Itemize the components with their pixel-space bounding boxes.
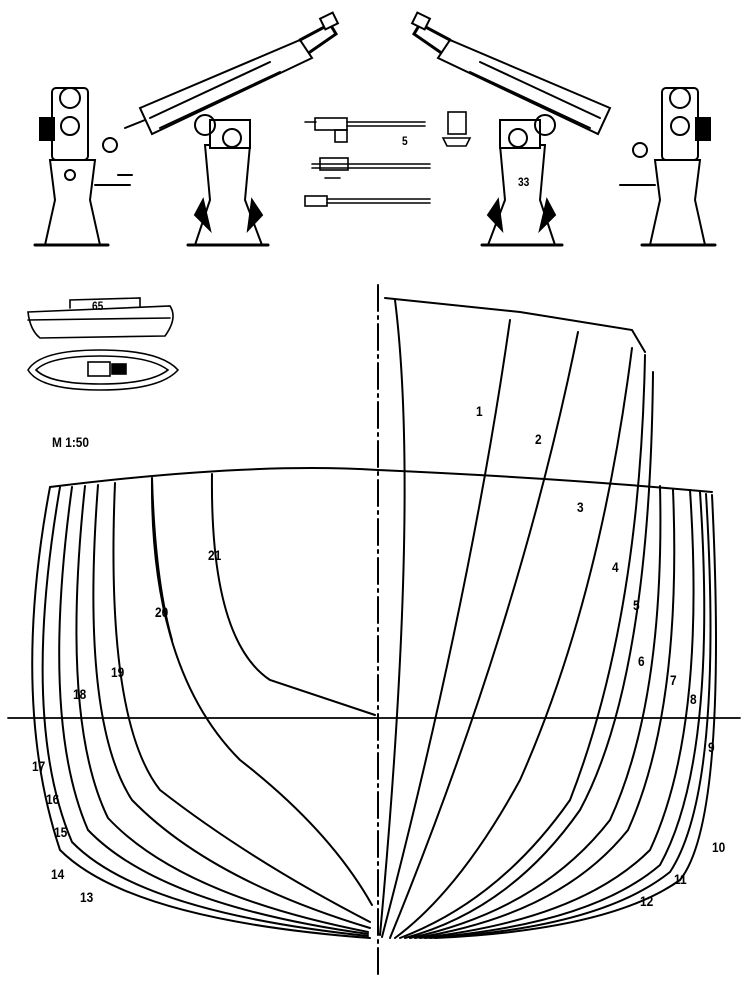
boat-number: 65	[92, 299, 104, 313]
station-label-15: 15	[54, 824, 68, 840]
station-label-12: 12	[640, 893, 654, 909]
hull-body-plan	[7, 284, 741, 976]
station-label-20: 20	[155, 604, 169, 620]
station-label-2: 2	[535, 431, 542, 447]
station-label-7: 7	[670, 672, 677, 688]
station-label-19: 19	[111, 664, 125, 680]
boat-drawing	[27, 297, 180, 391]
station-label-3: 3	[577, 499, 584, 515]
station-label-17: 17	[32, 758, 46, 774]
scale-label: M 1:50	[52, 434, 90, 450]
station-label-4: 4	[612, 559, 619, 575]
station-label-21: 21	[208, 547, 222, 563]
station-label-14: 14	[51, 866, 65, 882]
station-label-10: 10	[712, 839, 726, 855]
station-label-11: 11	[674, 871, 687, 887]
station-label-16: 16	[46, 791, 60, 807]
station-label-13: 13	[80, 889, 94, 905]
station-label-9: 9	[708, 739, 715, 755]
small-gun-views	[304, 111, 472, 207]
right-gun-drawing	[410, 11, 717, 247]
station-label-6: 6	[638, 653, 645, 669]
left-gun-drawing	[33, 11, 340, 247]
station-label-18: 18	[73, 686, 87, 702]
large-gun-number: 33	[518, 175, 530, 189]
station-label-8: 8	[690, 691, 697, 707]
station-label-5: 5	[633, 597, 640, 613]
station-label-1: 1	[476, 403, 483, 419]
small-gun-number: 5	[402, 134, 408, 148]
